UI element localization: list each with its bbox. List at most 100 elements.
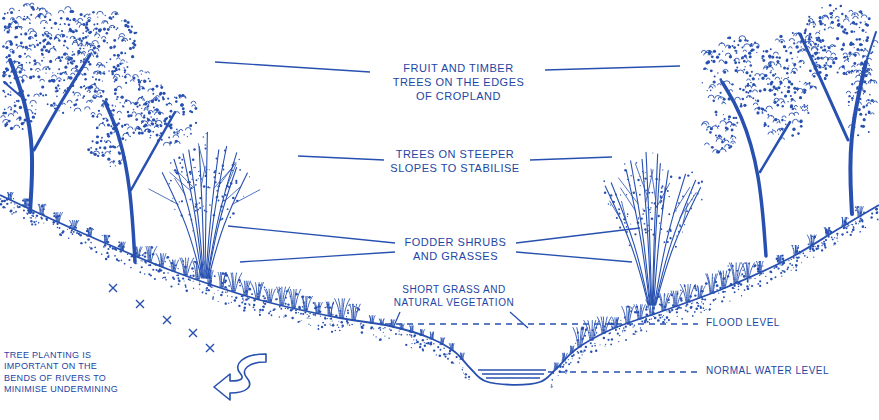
soil-stipple (73, 231, 75, 233)
foliage-dot (853, 62, 856, 65)
soil-stipple (241, 301, 243, 303)
foliage-dot (45, 94, 47, 96)
soil-stipple (676, 308, 678, 310)
foliage-dot (226, 185, 229, 188)
foliage-dot (115, 68, 116, 69)
foliage-dot (80, 60, 82, 62)
soil-stipple (810, 247, 812, 249)
soil-stipple (127, 254, 128, 255)
foliage-dot (75, 78, 78, 81)
soil-stipple (411, 343, 412, 344)
foliage-dot (193, 148, 196, 151)
plant-stroke (355, 304, 360, 320)
soil-stipple (765, 276, 766, 277)
foliage-dot (105, 15, 106, 16)
soil-stipple (59, 227, 61, 229)
soil-stipple (603, 337, 605, 339)
foliage-dot (834, 57, 837, 60)
foliage-dot (102, 80, 103, 81)
soil-stipple (406, 334, 407, 335)
soil-stipple (781, 265, 782, 266)
foliage-dot (175, 171, 177, 173)
soil-stipple (141, 266, 143, 268)
soil-stipple (572, 355, 574, 357)
soil-stipple (285, 308, 286, 309)
foliage-dot (206, 169, 207, 170)
foliage-dot (182, 113, 184, 115)
foliage-dot (56, 89, 59, 92)
plant-stroke (635, 164, 648, 198)
soil-stipple (15, 211, 17, 213)
soil-stipple (419, 346, 421, 348)
foliage-dot (195, 122, 197, 124)
soil-stipple (704, 310, 705, 311)
soil-stipple (207, 289, 209, 291)
foliage-dot (39, 42, 41, 44)
foliage-dot (213, 214, 215, 216)
foliage-dot (64, 66, 67, 69)
foliage-dot (83, 73, 86, 76)
soil-stipple (107, 248, 109, 250)
foliage-dot (94, 90, 97, 93)
foliage-dot (121, 125, 123, 127)
foliage-dot (113, 66, 116, 69)
soil-stipple (676, 311, 678, 313)
soil-stipple (177, 274, 179, 276)
plant-stroke (328, 302, 329, 316)
foliage-dot (845, 32, 848, 35)
soil-stipple (710, 304, 712, 306)
soil-stipple (149, 264, 151, 266)
soil-stipple (413, 339, 414, 340)
foliage-dot (804, 39, 806, 41)
soil-stipple (331, 325, 332, 326)
soil-stipple (4, 200, 6, 202)
foliage-dot (90, 151, 93, 154)
soil-stipple (843, 226, 846, 229)
plant-stroke (220, 273, 221, 288)
foliage-dot (854, 118, 856, 120)
foliage-dot (853, 114, 855, 116)
soil-stipple (332, 324, 335, 327)
soil-stipple (333, 323, 334, 324)
plant-stroke (626, 307, 628, 324)
foliage-dot (868, 131, 870, 133)
foliage-dot (97, 53, 98, 54)
foliage-dot (865, 31, 867, 33)
soil-stipple (318, 325, 320, 327)
plant-stroke (741, 263, 746, 277)
soil-stipple (877, 219, 879, 221)
soil-stipple (242, 298, 244, 300)
soil-stipple (633, 327, 634, 328)
foliage-dot (58, 68, 60, 70)
foliage-dot (6, 121, 8, 123)
soil-stipple (152, 269, 154, 271)
plant-stroke (562, 353, 564, 361)
foliage-dot (64, 23, 66, 25)
soil-stipple (170, 285, 172, 287)
soil-stipple (594, 343, 595, 344)
soil-stipple (26, 212, 27, 213)
soil-stipple (40, 217, 42, 219)
soil-stipple (390, 329, 392, 331)
foliage-dot (154, 98, 157, 101)
soil-stipple (722, 291, 724, 293)
soil-stipple (119, 250, 121, 252)
foliage-dot (97, 45, 100, 48)
foliage-dot (868, 111, 871, 114)
soil-stipple (414, 343, 416, 345)
soil-stipple (578, 352, 580, 354)
foliage-dot (178, 157, 180, 159)
foliage-dot (775, 73, 777, 75)
foliage-dot (83, 58, 85, 60)
plant-stroke (731, 263, 734, 283)
soil-stipple (795, 269, 797, 271)
soil-stipple (604, 345, 605, 346)
soil-stipple (853, 227, 855, 229)
plant-stroke (189, 150, 204, 278)
soil-stipple (409, 334, 411, 336)
foliage-dot (865, 23, 868, 26)
soil-stipple (159, 270, 160, 271)
foliage-dot (176, 172, 178, 174)
soil-stipple (751, 285, 753, 287)
plant-stroke (730, 263, 734, 283)
